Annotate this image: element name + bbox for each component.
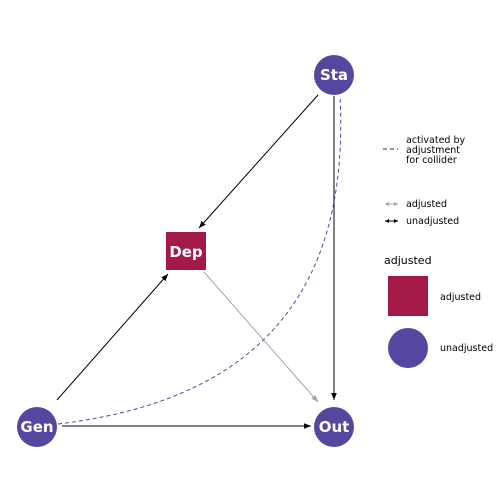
node-dep-label: Dep [169, 243, 203, 261]
node-sta: Sta [314, 55, 354, 95]
legend-edge-adjusted-text: adjusted [406, 199, 447, 210]
edge-gen-sta-collider [57, 95, 342, 425]
legend-edge-unadjusted-arrowhead-left [385, 219, 389, 223]
legend-node-unadjusted-swatch [388, 328, 428, 368]
edge-gen-dep [56, 273, 169, 401]
legend-edge-adjusted-arrowhead-left [385, 202, 389, 206]
edges [56, 94, 342, 429]
edge-dep-out [203, 271, 319, 403]
legend-edge-unadjusted-arrowhead-right [394, 219, 398, 223]
legend-node-unadjusted-text: unadjusted [440, 343, 493, 354]
node-gen-label: Gen [20, 418, 53, 436]
node-gen: Gen [17, 407, 57, 447]
node-dep: Dep [166, 232, 206, 270]
legend: activated by adjustment for collider adj… [383, 135, 493, 368]
edge-sta-dep [198, 94, 319, 229]
legend-node-title: adjusted [384, 254, 432, 267]
legend-edge-unadjusted-text: unadjusted [406, 216, 459, 227]
legend-collider-text-1: activated by [406, 135, 466, 146]
legend-edge-adjusted-arrowhead-right [394, 202, 398, 206]
legend-node-adjusted-text: adjusted [440, 292, 481, 303]
legend-node-adjusted-swatch [388, 276, 428, 316]
node-out: Out [314, 407, 354, 447]
legend-collider-text-3: for collider [406, 155, 457, 166]
legend-collider-text-2: adjustment [406, 145, 460, 156]
node-sta-label: Sta [320, 66, 348, 84]
node-out-label: Out [319, 418, 350, 436]
